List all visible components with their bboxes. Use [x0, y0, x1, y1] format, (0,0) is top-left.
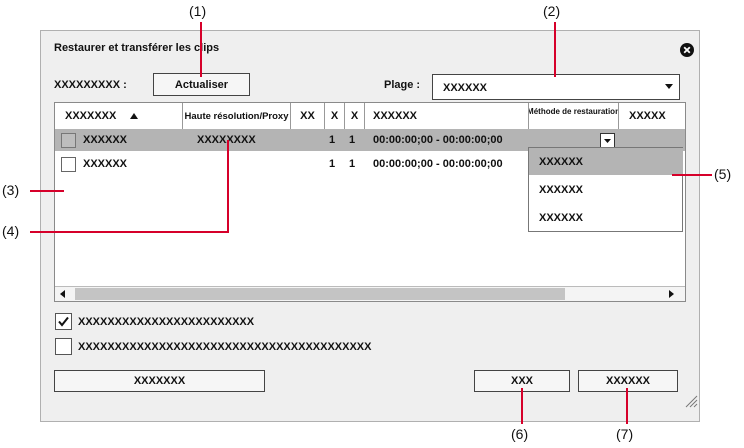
callout-line-5 [672, 174, 712, 176]
row-clip-name: XXXXXX [83, 134, 128, 146]
callout-label-5: (5) [714, 166, 732, 182]
callout-label-4: (4) [2, 223, 20, 239]
ok-button[interactable]: XXX [474, 370, 570, 392]
callout-line-7 [626, 388, 628, 424]
dropdown-option[interactable]: XXXXXX [529, 148, 683, 175]
cancel-button[interactable]: XXXXXX [578, 370, 678, 392]
column-header-x1[interactable]: X [325, 103, 345, 129]
callout-label-2: (2) [543, 3, 561, 19]
dropdown-option[interactable]: XXXXXX [539, 183, 584, 196]
scroll-right-icon[interactable] [667, 290, 675, 299]
callout-line-4-horizontal [30, 231, 229, 233]
column-header-x2[interactable]: X [345, 103, 365, 129]
row-count-1: 1 [329, 158, 336, 170]
restore-method-dropdown-list: XXXXXX XXXXXX XXXXXX [528, 147, 683, 232]
chevron-down-icon [604, 139, 611, 143]
table-row[interactable]: XXXXXX 1 1 00:00:00;00 - 00:00:00;00 [55, 153, 685, 175]
range-select-value: XXXXXX [443, 82, 488, 94]
callout-line-1 [200, 22, 202, 77]
option1-label: XXXXXXXXXXXXXXXXXXXXXXXX [78, 316, 255, 328]
source-label: XXXXXXXXX : [54, 79, 127, 91]
callout-line-6 [521, 388, 523, 424]
option2-checkbox[interactable] [55, 338, 72, 355]
scrollbar-thumb[interactable] [75, 288, 565, 300]
callout-label-7: (7) [616, 426, 634, 442]
row-resolution: XXXXXXXX [197, 129, 256, 151]
horizontal-scrollbar[interactable] [55, 286, 685, 301]
row-checkbox[interactable] [61, 157, 76, 172]
column-header-xx[interactable]: XX [291, 103, 325, 129]
checkmark-icon [58, 316, 69, 327]
resize-grip-icon[interactable] [684, 394, 698, 408]
range-label: Plage : [384, 79, 421, 91]
row-clip-name: XXXXXX [83, 158, 128, 170]
row-timecode: 00:00:00;00 - 00:00:00;00 [373, 134, 503, 146]
restore-method-dropdown-button[interactable] [600, 133, 615, 148]
chevron-down-icon [665, 84, 673, 89]
column-header-name[interactable]: XXXXXXX [55, 103, 183, 129]
column-header-extra[interactable]: XXXXX [619, 103, 685, 129]
range-select[interactable]: XXXXXX [432, 74, 680, 100]
dialog-title: Restaurer et transférer les clips [54, 42, 220, 54]
row-count-1: 1 [329, 134, 336, 146]
close-icon[interactable] [680, 43, 694, 57]
column-header-resolution[interactable]: Haute résolution/Proxy [183, 103, 291, 129]
table-row[interactable]: XXXXXX XXXXXXXX 1 1 00:00:00;00 - 00:00:… [55, 129, 685, 151]
footer-left-button[interactable]: XXXXXXX [54, 370, 265, 392]
callout-line-4-vertical [227, 140, 229, 233]
row-count-2: 1 [349, 134, 356, 146]
callout-line-3 [30, 190, 64, 192]
callout-label-6: (6) [511, 426, 529, 442]
column-header-timecode[interactable]: XXXXXX [365, 103, 529, 129]
scroll-left-icon[interactable] [59, 290, 67, 299]
refresh-button[interactable]: Actualiser [153, 73, 250, 96]
row-timecode: 00:00:00;00 - 00:00:00;00 [373, 158, 503, 170]
callout-label-3: (3) [2, 182, 20, 198]
row-checkbox[interactable] [61, 133, 76, 148]
dropdown-option[interactable]: XXXXXX [539, 211, 584, 224]
sort-ascending-icon [130, 113, 139, 119]
option1-checkbox[interactable] [55, 313, 72, 330]
callout-label-1: (1) [189, 3, 207, 19]
callout-line-2 [554, 22, 556, 77]
option2-label: XXXXXXXXXXXXXXXXXXXXXXXXXXXXXXXXXXXXXXXX [78, 341, 372, 353]
column-header-restore-method[interactable]: Méthode de restauration [529, 103, 619, 129]
row-count-2: 1 [349, 158, 356, 170]
